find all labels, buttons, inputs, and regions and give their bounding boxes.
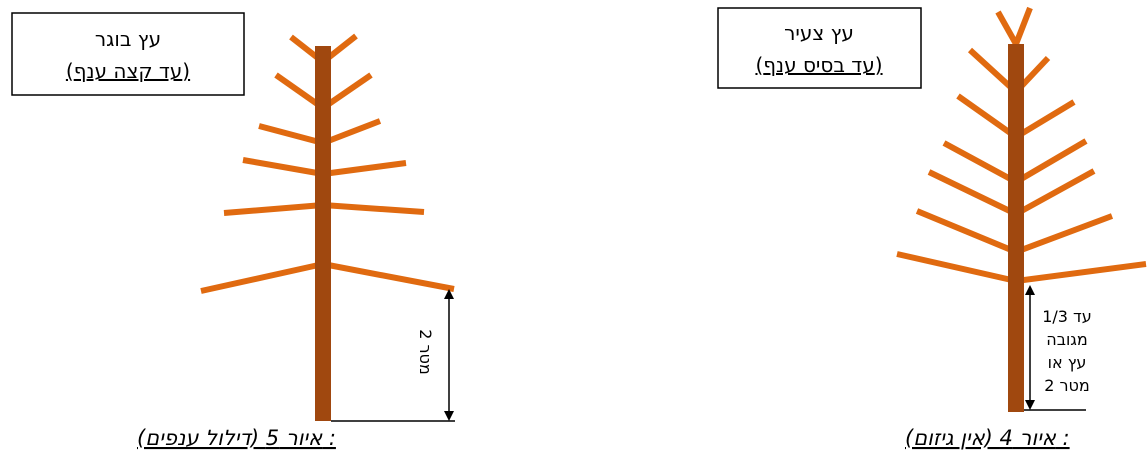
branch	[896, 251, 1017, 284]
young-tree-measure-line3: עץ או	[1048, 353, 1087, 372]
branch	[942, 140, 1018, 185]
arrow-up-icon	[444, 289, 454, 299]
young-tree-label-title: עץ צעיר	[784, 21, 854, 45]
branch	[956, 93, 1018, 140]
branch	[322, 160, 407, 177]
mature-tree-measure-label: 2 מטר	[416, 329, 435, 375]
branch	[200, 261, 324, 294]
young-tree-trunk	[1008, 44, 1024, 412]
branch	[1014, 168, 1096, 217]
arrow-up-icon	[1025, 285, 1035, 295]
young-tree-caption: איור 4 (אין גיזום) :	[905, 426, 1070, 450]
young-tree-measure-line2: מגובה	[1046, 330, 1088, 349]
mature-tree-caption: איור 5 (דילול ענפים) :	[137, 426, 336, 450]
branch	[1014, 213, 1114, 255]
branch	[927, 169, 1018, 217]
arrow-down-icon	[444, 411, 454, 421]
branch	[242, 157, 324, 177]
arrow-down-icon	[1025, 400, 1035, 410]
mature-tree-measurement: 2 מטר	[331, 289, 455, 422]
branch	[322, 202, 425, 215]
young-tree-branches	[896, 6, 1147, 284]
branch	[321, 118, 382, 146]
branch	[1014, 138, 1088, 185]
mature-tree: עץ בוגר (עד קצה ענף) 2 מטר	[11, 12, 455, 450]
branch	[223, 202, 324, 216]
young-tree-label-box	[717, 7, 922, 89]
branch	[1013, 6, 1033, 46]
mature-tree-label-title: עץ בוגר	[95, 27, 161, 51]
branch	[322, 261, 455, 292]
young-tree-measure-line4: 2 מטר	[1044, 376, 1090, 395]
branch	[1015, 261, 1147, 284]
mature-tree-trunk	[315, 46, 331, 421]
mature-tree-label-subtitle: (עד קצה ענף)	[66, 59, 190, 83]
young-tree-label-subtitle: (עד בסיס ענף)	[755, 53, 882, 77]
branch	[258, 123, 324, 146]
branch	[915, 208, 1018, 255]
mature-tree-label-box	[11, 12, 245, 96]
branch	[1014, 99, 1076, 140]
young-tree-measure-line1: עד 1/3	[1042, 307, 1092, 326]
young-tree-measurement: עד 1/3 מגובה עץ או 2 מטר	[1024, 285, 1092, 411]
branch	[995, 10, 1019, 46]
young-tree: עץ צעיר (עד בסיס ענף) עד 1/	[717, 6, 1147, 450]
